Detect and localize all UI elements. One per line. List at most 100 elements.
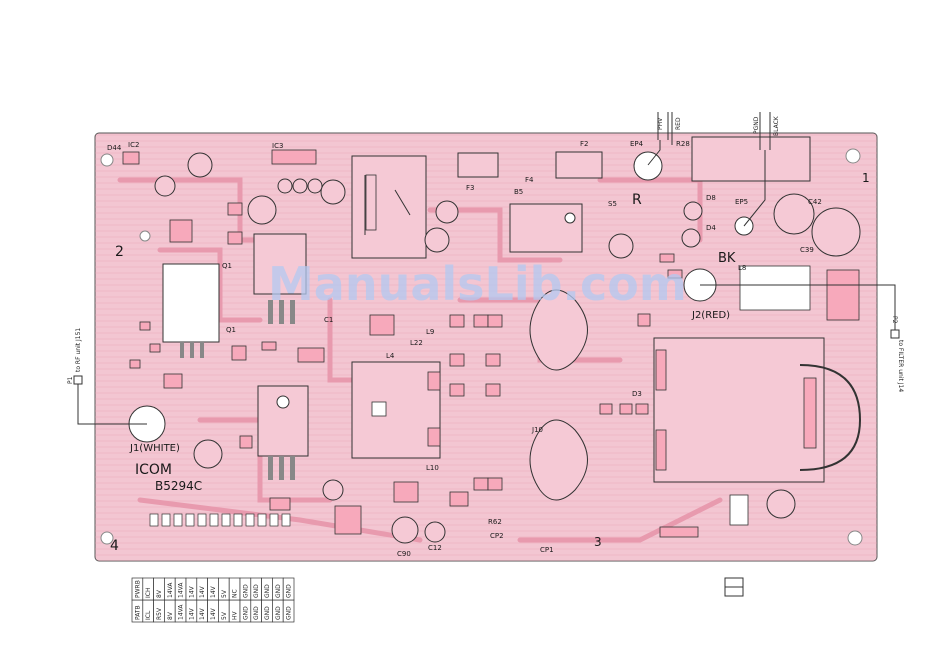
pin-cell-label: 14V [188, 585, 195, 598]
label-d3: D3 [632, 390, 642, 398]
label-c90: C90 [397, 550, 411, 558]
pin-cell-label: 14VA [178, 604, 185, 620]
watermark: ManualsLib.com [268, 257, 687, 311]
label-c12: C12 [428, 544, 442, 552]
pin-cell-label: 5V [221, 611, 228, 620]
label-cp1: CP1 [540, 546, 554, 554]
p2-destination: to FILTER unit J14 [897, 340, 904, 392]
pin-cell-label: 14VA [178, 582, 185, 598]
label-c1: C1 [324, 316, 333, 324]
label-l22: L22 [410, 339, 423, 347]
label-b5: B5 [514, 188, 523, 196]
legend-box [724, 577, 744, 597]
pin-cell-label: GND [286, 584, 293, 598]
pin-cell-label: 14V [199, 607, 206, 620]
toroid-cores [529, 289, 588, 501]
wire-label-phv: PHV [657, 117, 664, 130]
pin-cell-label: 14VA [167, 582, 174, 598]
pin-cell-label: PWRB [134, 580, 141, 598]
pin-cell-label: 14V [210, 585, 217, 598]
pin-cell-label: GND [253, 584, 260, 598]
label-f2: F2 [580, 140, 588, 148]
pin-cell-label: 14V [188, 607, 195, 620]
relay-block [351, 155, 427, 259]
label-l4: L4 [386, 352, 395, 360]
pin-cell-label: GND [242, 606, 249, 620]
pin-cell-label: 14V [210, 607, 217, 620]
corner-mark-2: 2 [115, 244, 124, 260]
mounting-holes [100, 148, 863, 546]
pin-cell-label: GND [275, 606, 282, 620]
pin-cell-label: ICL [145, 610, 152, 620]
wire-labels: PHV RED PGND BLACK [657, 115, 780, 136]
label-c42: C42 [808, 198, 822, 206]
wire-label-pgnd: PGND [753, 116, 760, 134]
label-ic2: IC2 [128, 141, 139, 149]
label-r28: R28 [676, 140, 690, 148]
smd-components [122, 149, 860, 538]
label-s5: S5 [608, 200, 617, 208]
brand-label: ICOM [135, 462, 172, 478]
p1-destination: to RF unit J151 [75, 328, 82, 372]
label-ep4: EP4 [630, 140, 644, 148]
pin-cell-label: GND [286, 606, 293, 620]
label-f3: F3 [466, 184, 474, 192]
pin-cell-label: HV [232, 610, 239, 620]
header-connector-left [162, 263, 220, 358]
inductor-l4 [351, 361, 441, 459]
label-c39: C39 [800, 246, 814, 254]
label-q1: Q1 [222, 262, 232, 270]
fuses [457, 136, 811, 182]
corner-mark-4: 4 [110, 538, 119, 554]
connector-p1 [73, 375, 147, 425]
pin-cell-label: GND [253, 606, 260, 620]
wire-label-black: BLACK [773, 115, 780, 136]
regulator-d5 [509, 203, 583, 253]
pin-cell-label: ICH [145, 588, 152, 598]
part-number-label: B5294C [155, 479, 202, 493]
pin-cell-label: GND [275, 584, 282, 598]
pin-cell-label: 8V [167, 611, 174, 620]
label-r: R [632, 192, 642, 208]
large-heatsink-block [653, 337, 862, 483]
label-bk: BK [718, 251, 736, 266]
label-d44: D44 [107, 144, 122, 152]
component-labels: IC2 D44 IC3 Q1 Q1 C1 L4 L9 L22 L10 J10 F… [107, 140, 822, 558]
label-j1: J1(WHITE) [129, 443, 180, 454]
label-d8: D8 [706, 194, 716, 202]
label-l8: L8 [738, 264, 746, 272]
corner-mark-3: 3 [594, 535, 602, 549]
p2-name: P2 [891, 316, 898, 324]
pin-cell-label: GND [264, 606, 271, 620]
label-q1b: Q1 [226, 326, 236, 334]
pin-cell-label: NC [232, 589, 239, 598]
regulator-q1 [253, 233, 307, 324]
connector-labels: P1 to RF unit J151 P2 to FILTER unit J14 [67, 316, 904, 392]
label-l9: L9 [426, 328, 434, 336]
regulator-ic [257, 385, 309, 480]
pin-header-bottom [149, 513, 291, 527]
label-cp2: CP2 [490, 532, 504, 540]
label-ep5: EP5 [735, 198, 748, 206]
capacitors [128, 151, 861, 544]
p1-name: P1 [67, 376, 74, 384]
label-f4: F4 [525, 176, 534, 184]
pin-cell-label: 14V [199, 585, 206, 598]
label-j10: J10 [531, 426, 543, 434]
wire-label-red: RED [675, 117, 682, 130]
silkscreen-large-labels: J1(WHITE) J2(RED) R BK 1 2 3 4 ICOM B529… [110, 171, 870, 554]
corner-mark-1: 1 [862, 171, 870, 185]
pin-cell-label: GND [242, 584, 249, 598]
label-ic3: IC3 [272, 142, 283, 150]
wire-leads [647, 112, 771, 227]
pin-cell-label: 8V [156, 589, 163, 598]
label-d4: D4 [706, 224, 716, 232]
pin-cell-label: PATB [134, 605, 141, 620]
label-l10: L10 [426, 464, 439, 472]
label-j2: J2(RED) [691, 310, 730, 321]
label-r62: R62 [488, 518, 502, 526]
pin-cell-label: GND [264, 584, 271, 598]
pin-cell-label: 5V [221, 589, 228, 598]
